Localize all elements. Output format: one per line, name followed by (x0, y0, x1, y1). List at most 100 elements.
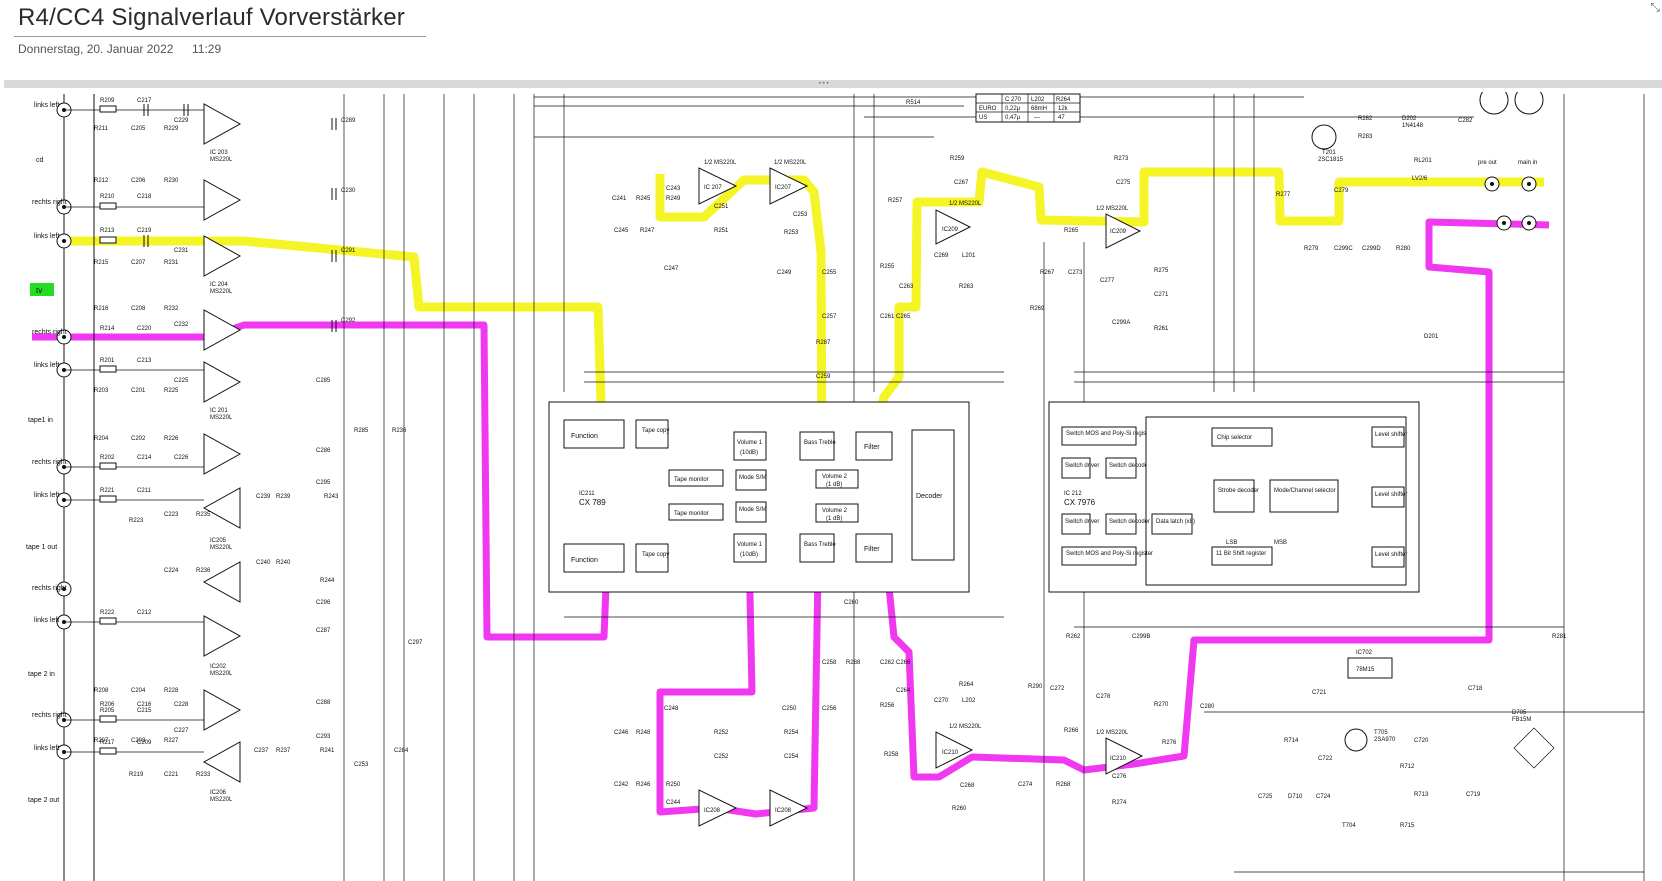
component-label: C217 (137, 98, 152, 104)
tv-label-highlight (30, 283, 54, 296)
block-label: Tape copy (642, 552, 669, 558)
component-label: R210 (100, 194, 115, 200)
component-label: C260 (844, 600, 859, 606)
block-label: Volume 1 (737, 440, 763, 446)
ic-label: IC 201 (210, 408, 228, 414)
component-label: R214 (100, 326, 115, 332)
component-label: R248 (636, 730, 651, 736)
chip-cx789: IC211 CX 789 Function Tape copy Tape mon… (548, 401, 970, 593)
component-label: C275 (1116, 180, 1131, 186)
component-label: R203 (94, 388, 109, 394)
output-jacks (1484, 176, 1537, 231)
ic-label: IC208 (775, 808, 792, 814)
component-label: R216 (94, 306, 109, 312)
component-label: R227 (164, 738, 179, 744)
component-label: RL201 (1414, 158, 1432, 164)
ic-label: IC 212 (1064, 491, 1082, 497)
page-date: Donnerstag, 20. Januar 2022 (18, 42, 174, 56)
component-label: R252 (714, 730, 729, 736)
ic-label: IC207 (775, 185, 792, 191)
ic-label: IC205 (210, 538, 227, 544)
component-label: R240 (276, 560, 291, 566)
component-label: C246 (614, 730, 629, 736)
coupling-caps: C289 C230 C291 C292 C285 C286 C295 C296 … (316, 100, 921, 768)
input-label: links left (34, 233, 59, 240)
block-label: Mode/Channel selector (1274, 488, 1336, 494)
component-label: C272 (1050, 686, 1065, 692)
component-label: C227 (174, 728, 189, 734)
component-label: C721 (1312, 690, 1327, 696)
component-label: C299A (1112, 320, 1130, 326)
input-label: links left (34, 492, 59, 499)
component-label: C223 (164, 512, 179, 518)
component-label: C253 (354, 762, 369, 768)
ic-label: IC210 (942, 750, 959, 756)
component-label: C291 (341, 248, 356, 254)
component-label: C253 (793, 212, 808, 218)
component-label: R239 (276, 494, 291, 500)
component-label: C264 (896, 688, 911, 694)
component-label: C201 (131, 388, 146, 394)
component-label: C270 (934, 698, 949, 704)
ic-label: 1/2 MS220L (949, 724, 982, 730)
component-label: C725 (1258, 794, 1273, 800)
component-label: R246 (636, 782, 651, 788)
component-label: C206 (131, 178, 146, 184)
component-label: R244 (320, 578, 335, 584)
component-label: C257 (822, 314, 837, 320)
component-label: R205 (100, 708, 115, 714)
component-label: C209 (137, 740, 152, 746)
component-label: R236 (392, 428, 407, 434)
component-label: C269 (934, 253, 949, 259)
component-label: R276 (1162, 740, 1177, 746)
component-label: R209 (100, 98, 115, 104)
component-label: C292 (341, 318, 356, 324)
block-label: Switch MOS and Poly-Si register (1066, 431, 1153, 437)
block-label: Volume 2 (822, 474, 848, 480)
input-opamps: IC 203 MS220L IC 204 MS220L IC 201 MS220… (202, 103, 242, 803)
ic-label: IC702 (1356, 650, 1373, 656)
output-label: main in (1518, 160, 1537, 166)
component-label: R283 (1358, 134, 1373, 140)
component-label: R273 (1114, 156, 1129, 162)
input-label: rechts right (32, 459, 67, 466)
component-label: R251 (714, 228, 729, 234)
block-label: Tape monitor (674, 511, 709, 517)
ic-label: IC 204 (210, 282, 228, 288)
ic-label: MS220L (210, 415, 233, 421)
block-label: Switch driver (1065, 463, 1099, 469)
component-label: C720 (1414, 738, 1429, 744)
table-header: C 270 (1005, 97, 1022, 103)
component-label: R264 (959, 682, 974, 688)
component-label: C232 (174, 322, 189, 328)
component-label: C266 (896, 660, 911, 666)
table-cell: US (979, 115, 987, 121)
component-label: R266 (1064, 728, 1079, 734)
component-label: R287 (816, 340, 831, 346)
drag-handle-icon[interactable]: ··· (818, 76, 830, 90)
input-networks: R209 C217 C229 R211 C205 R229 R212 C206 … (64, 98, 339, 778)
component-label: R269 (1030, 306, 1045, 312)
component-label: C215 (137, 708, 152, 714)
component-label: C211 (137, 488, 152, 494)
block-label: Strobe decoder (1218, 488, 1259, 494)
component-label: C243 (666, 186, 681, 192)
component-label: R231 (164, 260, 179, 266)
component-label: T705 (1374, 730, 1388, 736)
container-divider[interactable] (4, 80, 1662, 88)
block-label: Tape monitor (674, 477, 709, 483)
component-label: R221 (100, 488, 115, 494)
block-label: Function (571, 557, 598, 564)
component-label: R712 (1400, 764, 1415, 770)
component-label: C237 (254, 748, 269, 754)
component-label: D705 (1512, 710, 1527, 716)
block-label: Switch decoder (1109, 463, 1150, 469)
table-cell: EURO (979, 106, 997, 112)
component-label: D710 (1288, 794, 1303, 800)
component-label: R212 (94, 178, 109, 184)
region-value-table: C 270 L202 R264 EURO 0,22µ 68mH 12k US 0… (975, 93, 1081, 123)
ic-label: IC208 (704, 808, 721, 814)
resize-corner-icon[interactable]: ⤡ (1650, 0, 1660, 14)
block-label: Switch MOS and Poly-Si register (1066, 551, 1153, 557)
input-label: rechts right (32, 329, 67, 336)
